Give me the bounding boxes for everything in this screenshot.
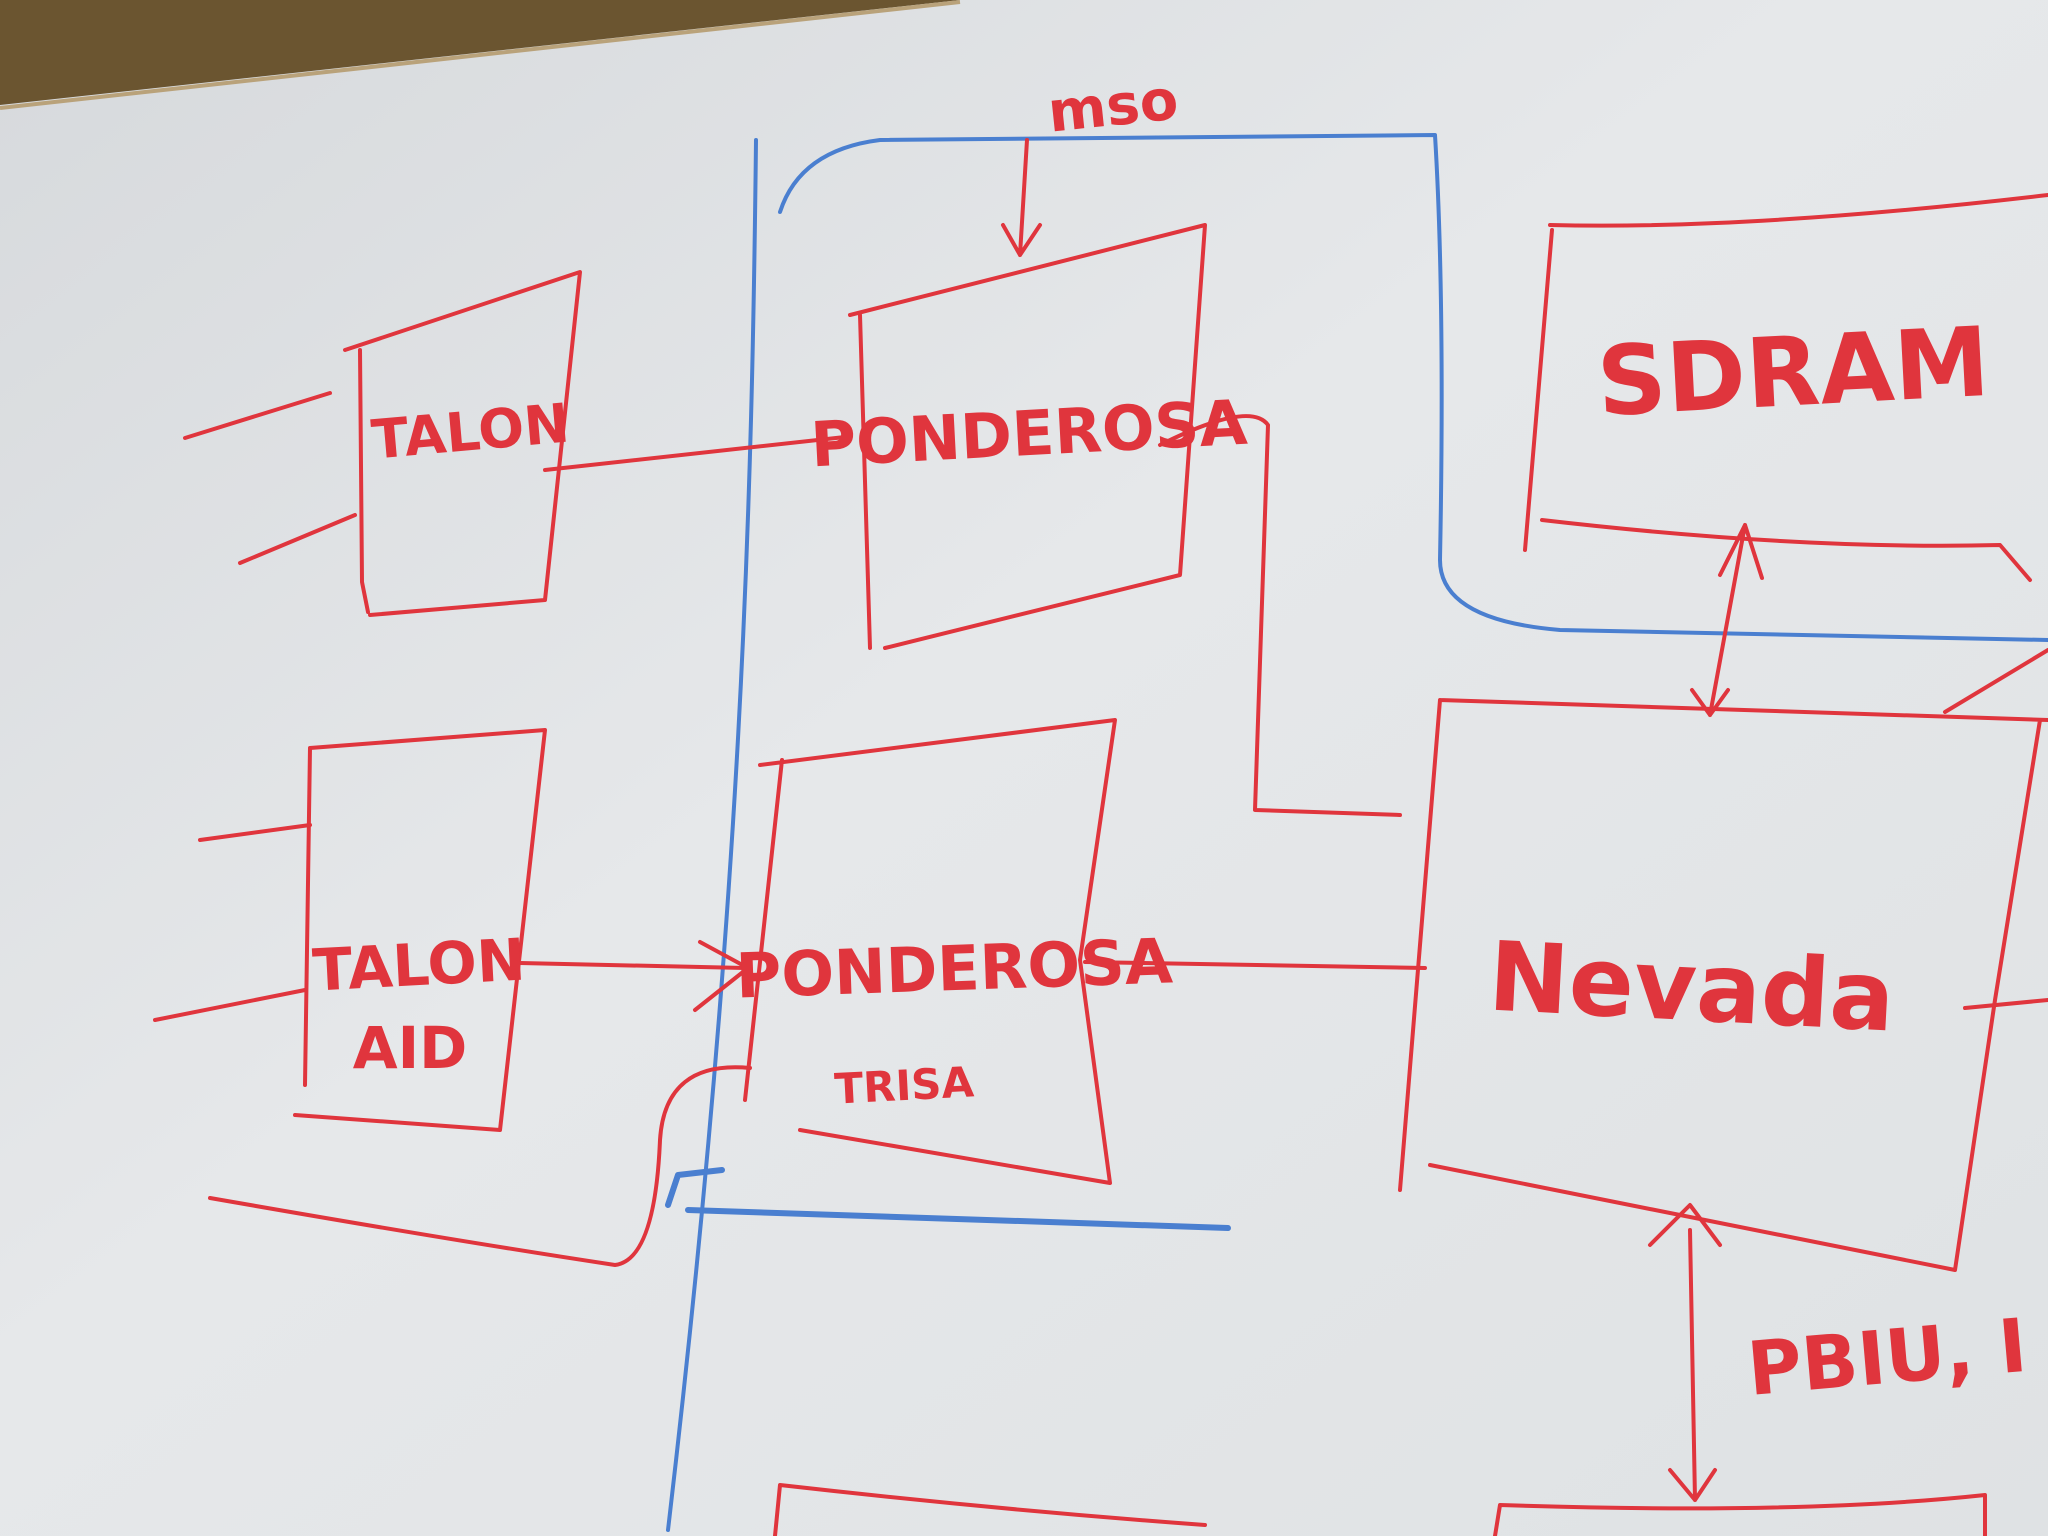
trisa-label: TRISA xyxy=(833,1057,975,1113)
talon-input-line-top xyxy=(183,391,332,440)
talon-input-line-bottom xyxy=(238,513,357,565)
whiteboard-frame xyxy=(0,0,960,105)
sdram-box xyxy=(1523,193,2048,582)
ponderosa-bottom-box xyxy=(743,718,1117,1185)
talon-aid-label-line1: TALON xyxy=(311,926,527,1005)
talon-box xyxy=(343,270,582,617)
blue-enclosure-outline xyxy=(778,133,2048,642)
talon-aid-label-line2: AID xyxy=(353,1014,468,1082)
nevada-right-line xyxy=(1963,998,2048,1010)
bottom-right-block-edge xyxy=(1493,1493,1987,1536)
nevada-label: Nevada xyxy=(1486,920,1898,1053)
frame-edge xyxy=(0,0,961,110)
talon-aid-input-line-bottom xyxy=(153,988,307,1022)
sdram-label: SDRAM xyxy=(1594,306,1992,438)
ponderosa-bottom-label: PONDEROSA xyxy=(735,924,1174,1012)
external-input-line xyxy=(208,1065,752,1267)
nevada-box xyxy=(1398,698,2048,1272)
ponderosa-top-box xyxy=(848,223,1207,650)
talon-to-ponderosa-line xyxy=(543,435,847,472)
blue-divider-line xyxy=(666,138,758,1532)
ponderosa-to-nevada-line xyxy=(1083,960,1427,970)
talon-aid-to-ponderosa-arrow xyxy=(518,940,750,1012)
blue-bottom-line xyxy=(665,1167,1231,1231)
talon-aid-input-line-top xyxy=(198,823,312,842)
mso-label: mso xyxy=(1045,67,1181,145)
bottom-left-block-edge xyxy=(773,1483,1207,1536)
nevada-upper-right-line xyxy=(1943,648,2048,714)
nevada-pbiu-arrow xyxy=(1648,1203,1722,1502)
talon-aid-box xyxy=(293,728,547,1132)
sdram-nevada-arrow xyxy=(1690,523,1764,717)
mso-arrow xyxy=(1001,138,1042,257)
ponderosa-top-to-nevada-line xyxy=(1158,414,1402,817)
